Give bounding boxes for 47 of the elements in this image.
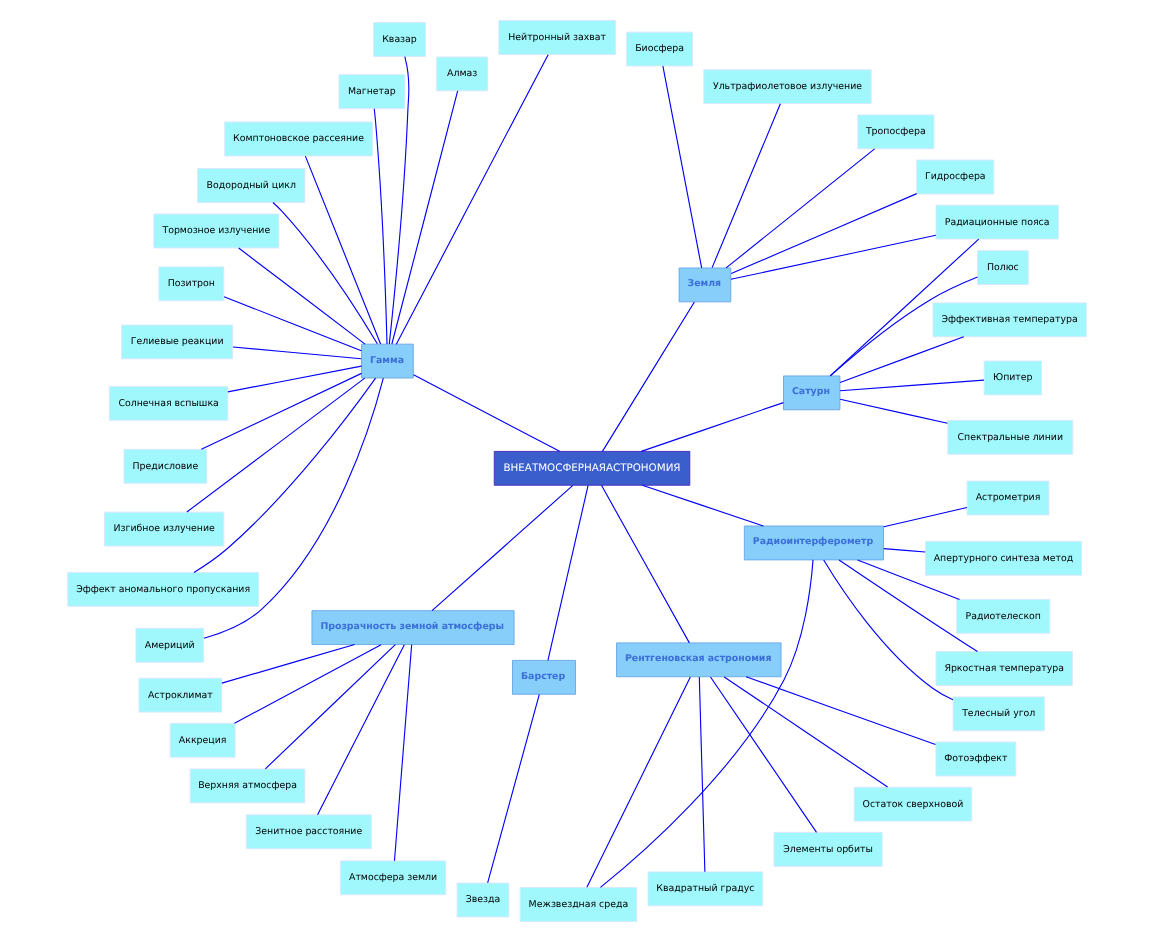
connector bbox=[392, 644, 412, 862]
connector bbox=[697, 676, 705, 873]
connector bbox=[722, 676, 888, 788]
connector bbox=[822, 559, 953, 701]
connector bbox=[202, 377, 383, 639]
connector bbox=[411, 374, 560, 452]
connector bbox=[185, 377, 365, 513]
connector bbox=[430, 484, 573, 612]
connector bbox=[710, 103, 780, 269]
connector bbox=[316, 644, 404, 816]
connector bbox=[486, 693, 539, 884]
connector bbox=[882, 506, 967, 528]
connector bbox=[222, 296, 361, 352]
connector bbox=[838, 336, 964, 383]
connector bbox=[546, 484, 588, 661]
connector bbox=[708, 676, 817, 833]
connector bbox=[828, 238, 979, 377]
connector bbox=[724, 148, 875, 269]
connector bbox=[882, 548, 925, 553]
connector bbox=[387, 56, 409, 345]
connector bbox=[220, 644, 355, 684]
connector bbox=[394, 54, 548, 345]
connector bbox=[585, 676, 690, 888]
connector bbox=[303, 155, 381, 345]
connector bbox=[390, 90, 458, 345]
connector bbox=[600, 301, 694, 452]
connector bbox=[271, 201, 377, 345]
connector bbox=[226, 365, 362, 393]
connector bbox=[744, 676, 936, 746]
connector bbox=[192, 377, 376, 573]
connector bbox=[729, 193, 917, 275]
connector bbox=[661, 65, 702, 269]
connector bbox=[599, 484, 689, 644]
connector bbox=[729, 234, 936, 280]
connector bbox=[372, 108, 387, 345]
connector bbox=[263, 644, 395, 770]
connector bbox=[640, 484, 763, 527]
connector bbox=[838, 379, 984, 392]
connector bbox=[838, 398, 948, 424]
connector bbox=[237, 247, 365, 345]
connector bbox=[837, 559, 977, 653]
connector bbox=[598, 559, 813, 888]
connector bbox=[231, 346, 361, 360]
connector bbox=[856, 559, 960, 600]
connector bbox=[199, 372, 362, 450]
connector bbox=[233, 644, 381, 724]
connector bbox=[639, 402, 783, 452]
